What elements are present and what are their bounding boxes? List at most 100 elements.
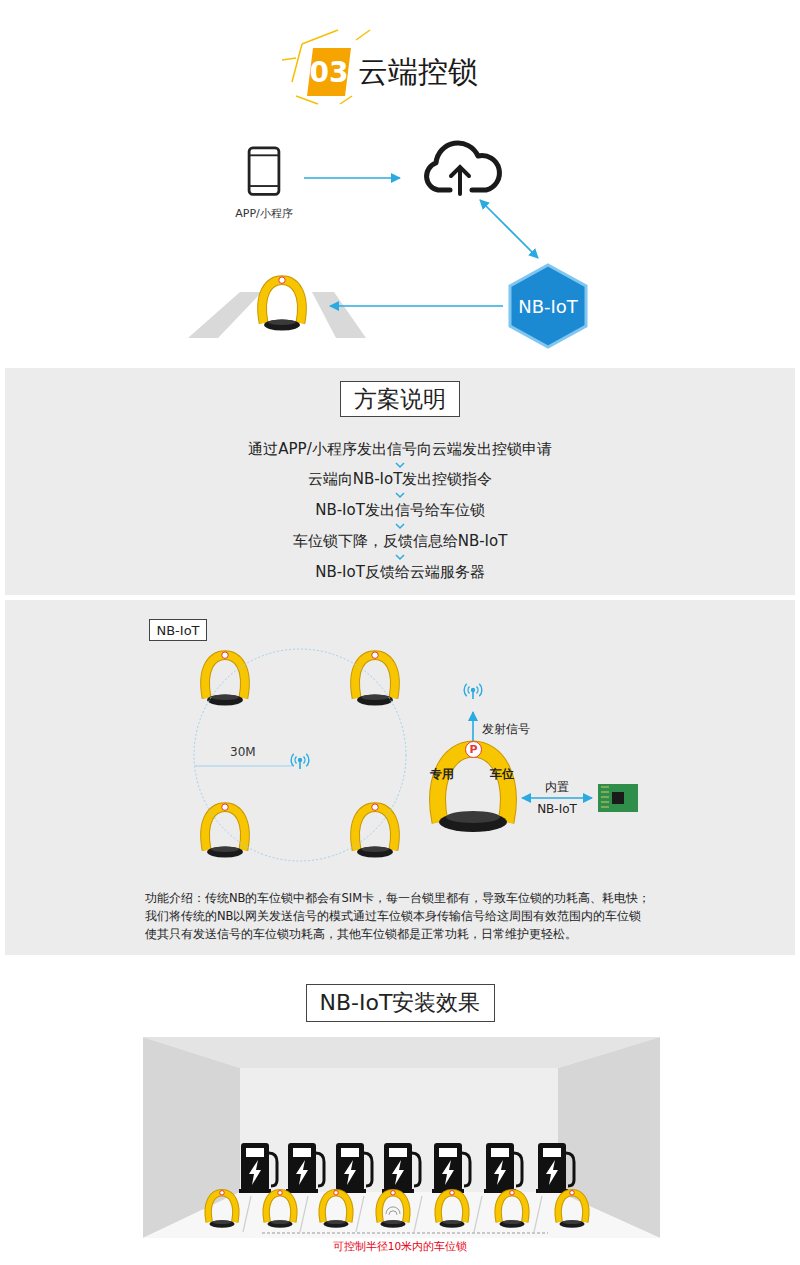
lock-base — [207, 694, 243, 705]
lock-top — [211, 694, 239, 700]
grey-panel — [5, 368, 795, 595]
cloud-icon — [427, 143, 500, 194]
description-line: 使其只有发送信号的车位锁功耗高，其他车位锁都是正常功耗，日常维护更轻松。 — [145, 927, 577, 942]
phone-bar — [250, 154, 278, 156]
lock-top — [270, 1220, 289, 1224]
lock-arch-outline — [355, 655, 395, 698]
charger-bolt — [546, 1160, 558, 1185]
bay-line — [534, 1196, 542, 1232]
antenna-mast — [299, 760, 301, 769]
decor-stroke — [292, 44, 302, 82]
antenna-wave — [479, 684, 482, 697]
lock-arch-outline — [208, 1193, 236, 1222]
flow-chevron — [396, 463, 404, 467]
phone-body — [249, 148, 279, 195]
back-wall — [240, 1068, 558, 1192]
parking-sign — [220, 1191, 224, 1195]
parking-sign — [222, 652, 228, 658]
page-title: 云端控锁 — [358, 52, 478, 93]
flow-chevron — [396, 524, 404, 528]
lock-base — [439, 812, 507, 832]
bay-line — [474, 1196, 482, 1232]
parking-sign — [450, 1191, 454, 1195]
lock-arch — [355, 655, 395, 698]
flow-chevron — [396, 493, 404, 497]
charger-bolt — [249, 1160, 261, 1185]
charger-hose — [412, 1153, 420, 1186]
charger-body — [241, 1143, 269, 1191]
hex-node: NB-IoT — [507, 262, 589, 350]
charger-bolt — [344, 1160, 356, 1185]
charger-body — [288, 1143, 316, 1191]
charger-bolt — [442, 1160, 454, 1185]
bay-line — [414, 1196, 422, 1232]
bay-line — [243, 1196, 251, 1232]
charger-bolt — [494, 1160, 506, 1185]
lock-top — [383, 1220, 402, 1224]
box-node: NB-IoT安装效果 — [306, 984, 495, 1022]
lock-top — [211, 846, 239, 852]
antenna-wave — [477, 687, 478, 694]
lock-base — [357, 694, 393, 705]
parking-lock — [322, 1191, 350, 1228]
lock-arch — [498, 1193, 526, 1222]
lock-text: P — [465, 741, 482, 758]
arrow-line — [480, 200, 538, 258]
lock-arch-outline — [438, 749, 509, 822]
charger-screen — [491, 1148, 509, 1157]
lock-top — [361, 846, 389, 852]
charger-foot — [239, 1189, 271, 1193]
lock-arch — [205, 655, 245, 698]
parking-sign — [391, 1191, 395, 1195]
lock-arch — [438, 1193, 466, 1222]
parking-sign — [510, 1191, 514, 1195]
garage-room — [143, 1037, 660, 1238]
circle-text: 30M — [230, 745, 256, 759]
parking-lock — [498, 1191, 526, 1228]
title-decoration — [282, 30, 370, 104]
lock-arch — [355, 807, 395, 850]
lock-base — [500, 1220, 525, 1228]
charger-screen — [389, 1148, 407, 1157]
antenna-icon — [291, 754, 309, 769]
lock-node: 专用P车位 — [425, 736, 521, 836]
lock-arch — [266, 1193, 294, 1222]
antenna-wave — [304, 757, 305, 764]
road-stripe — [312, 292, 366, 338]
charger-body — [486, 1143, 514, 1191]
pcb-trace — [601, 802, 609, 803]
arrow-line — [330, 305, 503, 307]
parking-sign — [222, 804, 228, 810]
lock-arch-outline — [262, 280, 302, 323]
arrow-line — [304, 177, 400, 179]
figure-caption: 可控制半径10米内的车位锁 — [333, 1240, 467, 1254]
parking-sign — [372, 652, 378, 658]
lock-top — [268, 319, 296, 325]
charger-body — [384, 1143, 412, 1191]
decor-stroke — [302, 30, 338, 44]
flow-step: 车位锁下降，反馈信息给NB-IoT — [293, 532, 508, 551]
lock-arch-outline — [205, 807, 245, 850]
lock-arch-outline — [355, 807, 395, 850]
pcb-trace — [601, 807, 609, 808]
pcb — [598, 784, 638, 812]
charger-hose — [514, 1153, 522, 1186]
circuit-board — [598, 784, 638, 812]
lock-top — [212, 1220, 231, 1224]
lock-arch-outline — [205, 655, 245, 698]
radius-line — [195, 766, 292, 767]
lock-base — [324, 1220, 349, 1228]
lock-arch-outline — [379, 1193, 407, 1222]
phone-text: APP/小程序 — [235, 206, 293, 221]
decor-stroke — [282, 58, 296, 60]
lock-arch-outline — [322, 1193, 350, 1222]
pcb-trace — [601, 787, 609, 788]
lock-base — [210, 1220, 235, 1228]
circle-node: 30M — [193, 648, 407, 862]
parking-sign — [372, 804, 378, 810]
charger-body — [434, 1143, 462, 1191]
lock-arch-outline — [558, 1193, 586, 1222]
antenna-icon — [464, 684, 482, 699]
lock-top — [446, 811, 500, 823]
box-heading: 方案说明 — [354, 384, 446, 415]
